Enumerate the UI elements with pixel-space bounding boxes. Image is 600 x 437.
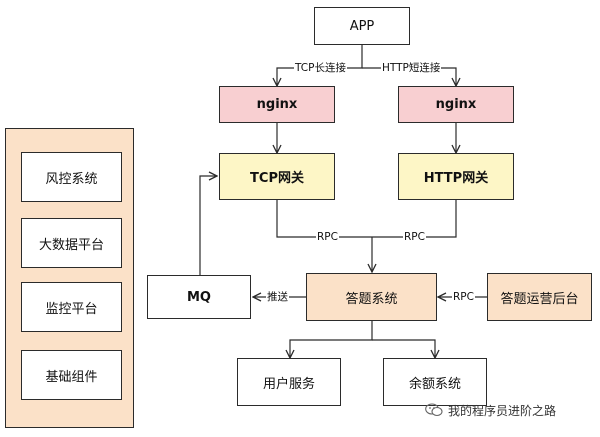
side-item-big-data: 大数据平台 [21, 218, 122, 268]
watermark: 我的程序员进阶之路 [425, 400, 595, 420]
edge-label-http-short: HTTP短连接 [381, 62, 442, 74]
edge-label-rpc-left: RPC [316, 231, 339, 243]
side-item-risk-control: 风控系统 [21, 152, 122, 202]
edge-tcp-merge [276, 200, 372, 238]
edge-mq-tcp [199, 176, 217, 275]
watermark-text: 我的程序员进阶之路 [448, 403, 557, 418]
node-nginx-right: nginx [398, 86, 514, 123]
node-nginx-left: nginx [219, 86, 335, 123]
edge-http-merge [372, 200, 457, 238]
node-answer-system: 答题系统 [306, 273, 437, 321]
edge-label-tcp-long: TCP长连接 [294, 62, 347, 74]
node-balance-system: 余额系统 [383, 358, 487, 406]
side-item-monitoring: 监控平台 [21, 282, 122, 332]
node-ops-backend: 答题运营后台 [487, 273, 592, 321]
wechat-icon [425, 403, 443, 417]
node-user-service: 用户服务 [237, 358, 341, 406]
edge-label-push: 推送 [266, 291, 289, 303]
edge-label-rpc-right: RPC [403, 231, 426, 243]
node-tcp-gateway: TCP网关 [219, 153, 335, 200]
edge-answer-down [290, 321, 373, 358]
node-mq: MQ [147, 275, 251, 319]
side-panel: 风控系统 大数据平台 监控平台 基础组件 [5, 128, 134, 428]
edge-label-rpc-ops: RPC [452, 291, 475, 303]
node-http-gateway: HTTP网关 [398, 153, 514, 200]
side-item-base-components: 基础组件 [21, 350, 122, 400]
edge-answer-balance [372, 339, 435, 358]
node-app: APP [314, 7, 410, 45]
